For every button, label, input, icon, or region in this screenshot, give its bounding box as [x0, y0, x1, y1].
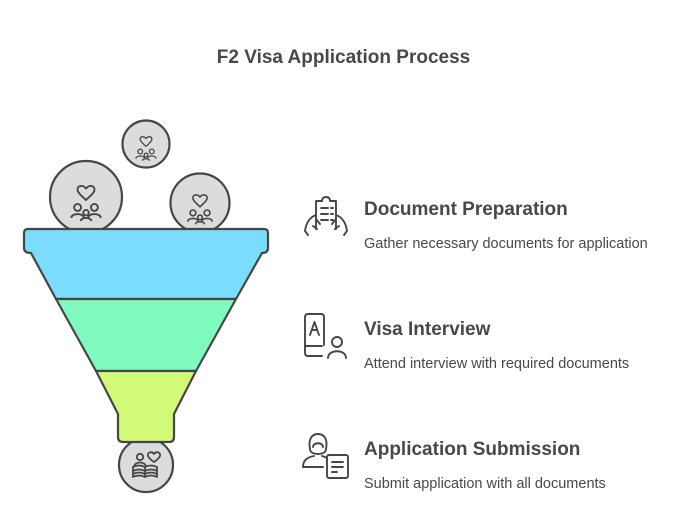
step-visa-interview: Visa Interview Attend interview with req…	[300, 313, 680, 393]
step-description: Attend interview with required documents	[364, 356, 630, 372]
book-person-icon	[304, 313, 347, 359]
funnel-graphic	[22, 119, 270, 494]
hands-holding-document-icon	[304, 196, 348, 236]
step-heading: Application Submission	[364, 439, 581, 460]
step-application-submission: Application Submission Submit applicatio…	[300, 433, 680, 513]
step-heading: Document Preparation	[364, 199, 568, 220]
input-circle-right	[169, 172, 231, 234]
funnel-stage-2	[54, 297, 238, 373]
step-heading: Visa Interview	[364, 319, 491, 340]
diagram-title: F2 Visa Application Process	[216, 47, 471, 68]
person-book-heart-icon	[132, 451, 162, 478]
funnel-stage-1	[22, 227, 270, 301]
input-circle-large	[48, 159, 124, 235]
person-with-form-icon	[302, 433, 349, 479]
step-description: Gather necessary documents for applicati…	[364, 236, 648, 252]
step-document-preparation: Document Preparation Gather necessary do…	[300, 193, 680, 273]
funnel-stage-3	[94, 369, 198, 444]
input-circle-top	[121, 119, 171, 169]
output-circle	[117, 436, 175, 494]
step-description: Submit application with all documents	[364, 476, 606, 492]
